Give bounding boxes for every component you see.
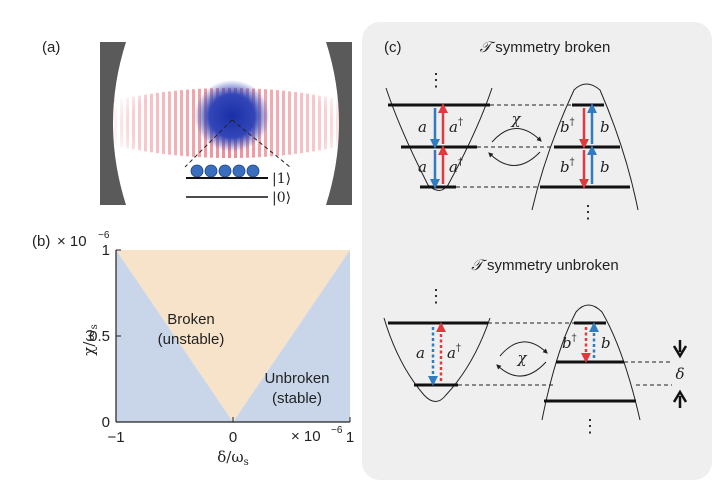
unbroken-region-left bbox=[116, 250, 233, 422]
coupling-arrow-top-upper bbox=[491, 128, 542, 143]
panel-c-background bbox=[362, 22, 712, 480]
unbroken-label-line1: Unbroken bbox=[264, 370, 329, 387]
op-a-3: a bbox=[416, 344, 425, 362]
broken-label-line1: Broken bbox=[167, 311, 215, 328]
cavity-field bbox=[105, 65, 352, 185]
unbroken-right-hill: b† b ⋮ bbox=[541, 304, 641, 437]
broken-connectors: χ bbox=[456, 104, 572, 188]
broken-left-well: ⋮ a a a† a† bbox=[385, 70, 493, 191]
panel-c-label: (c) bbox=[384, 39, 402, 56]
op-b-3: b bbox=[601, 334, 611, 352]
unbroken-connectors: χ δ bbox=[458, 322, 688, 408]
coupling-arrow-top-lower bbox=[488, 151, 541, 166]
broken-right-hill: b† b† b b ⋮ bbox=[531, 83, 639, 223]
right-mirror bbox=[326, 42, 352, 205]
y-tick-label: 0 bbox=[102, 414, 110, 431]
panel-a-label: (a) bbox=[42, 39, 60, 56]
y-axis-label: χ/ωs bbox=[80, 324, 100, 356]
op-b-1: b bbox=[600, 118, 610, 136]
y-tick-label: 0.5 bbox=[89, 328, 110, 345]
title-symmetry-unbroken: 𝒯 symmetry unbroken bbox=[471, 256, 618, 274]
x-tick-label: 0 bbox=[229, 429, 237, 446]
panel-a: (a) |1⟩ |0⟩ bbox=[42, 39, 352, 206]
atom-row bbox=[190, 164, 260, 178]
x-scale-base: × 10 bbox=[291, 428, 321, 445]
unbroken-region-right bbox=[233, 250, 350, 422]
unbroken-label-line2: (stable) bbox=[272, 390, 322, 407]
coupling-chi-bottom: χ bbox=[516, 349, 527, 367]
y-tick-label: 1 bbox=[102, 242, 110, 259]
unbroken-left-well: ⋮ a a† bbox=[383, 286, 491, 402]
broken-label-line2: (unstable) bbox=[158, 331, 225, 348]
x-axis-label: δ/ωs bbox=[217, 448, 248, 468]
x-tick-label: −1 bbox=[107, 429, 124, 446]
detuning-arrow-up bbox=[672, 389, 688, 408]
op-bdag-3: b† bbox=[562, 333, 577, 352]
ellipsis-top-right: ⋮ bbox=[579, 202, 597, 223]
op-adag-1: a† bbox=[449, 117, 463, 136]
detuning-delta: δ bbox=[675, 365, 684, 383]
coupling-arrow-bottom-upper bbox=[499, 341, 548, 357]
op-b-2: b bbox=[600, 158, 610, 176]
x-tick-label: 1 bbox=[346, 429, 354, 446]
op-a-1: a bbox=[418, 118, 427, 136]
y-scale-power: −6 bbox=[98, 230, 110, 241]
y-scale-base: × 10 bbox=[57, 233, 87, 250]
panel-b-label: (b) bbox=[32, 233, 50, 250]
ket-zero: |0⟩ bbox=[272, 190, 291, 206]
ket-one: |1⟩ bbox=[272, 171, 291, 187]
op-bdag-2: b† bbox=[560, 157, 575, 176]
panel-c: (c) 𝒯 symmetry broken ⋮ a a a† a† bbox=[362, 22, 712, 480]
detuning-arrow-down bbox=[672, 340, 688, 359]
op-a-2: a bbox=[418, 158, 427, 176]
op-adag-2: a† bbox=[449, 157, 463, 176]
op-bdag-1: b† bbox=[560, 117, 575, 136]
left-mirror bbox=[100, 42, 126, 205]
ellipsis-bottom-right: ⋮ bbox=[581, 416, 599, 437]
atom-cloud bbox=[194, 80, 270, 152]
broken-region bbox=[116, 250, 350, 422]
coupling-arrow-bottom-lower bbox=[496, 361, 547, 377]
ellipsis-bottom-left: ⋮ bbox=[427, 286, 445, 307]
x-scale-power: −6 bbox=[331, 425, 343, 436]
ellipsis-top-left: ⋮ bbox=[427, 70, 445, 91]
title-symmetry-broken: 𝒯 symmetry broken bbox=[480, 38, 611, 56]
coupling-chi-top: χ bbox=[510, 110, 521, 128]
op-adag-3: a† bbox=[447, 343, 461, 362]
